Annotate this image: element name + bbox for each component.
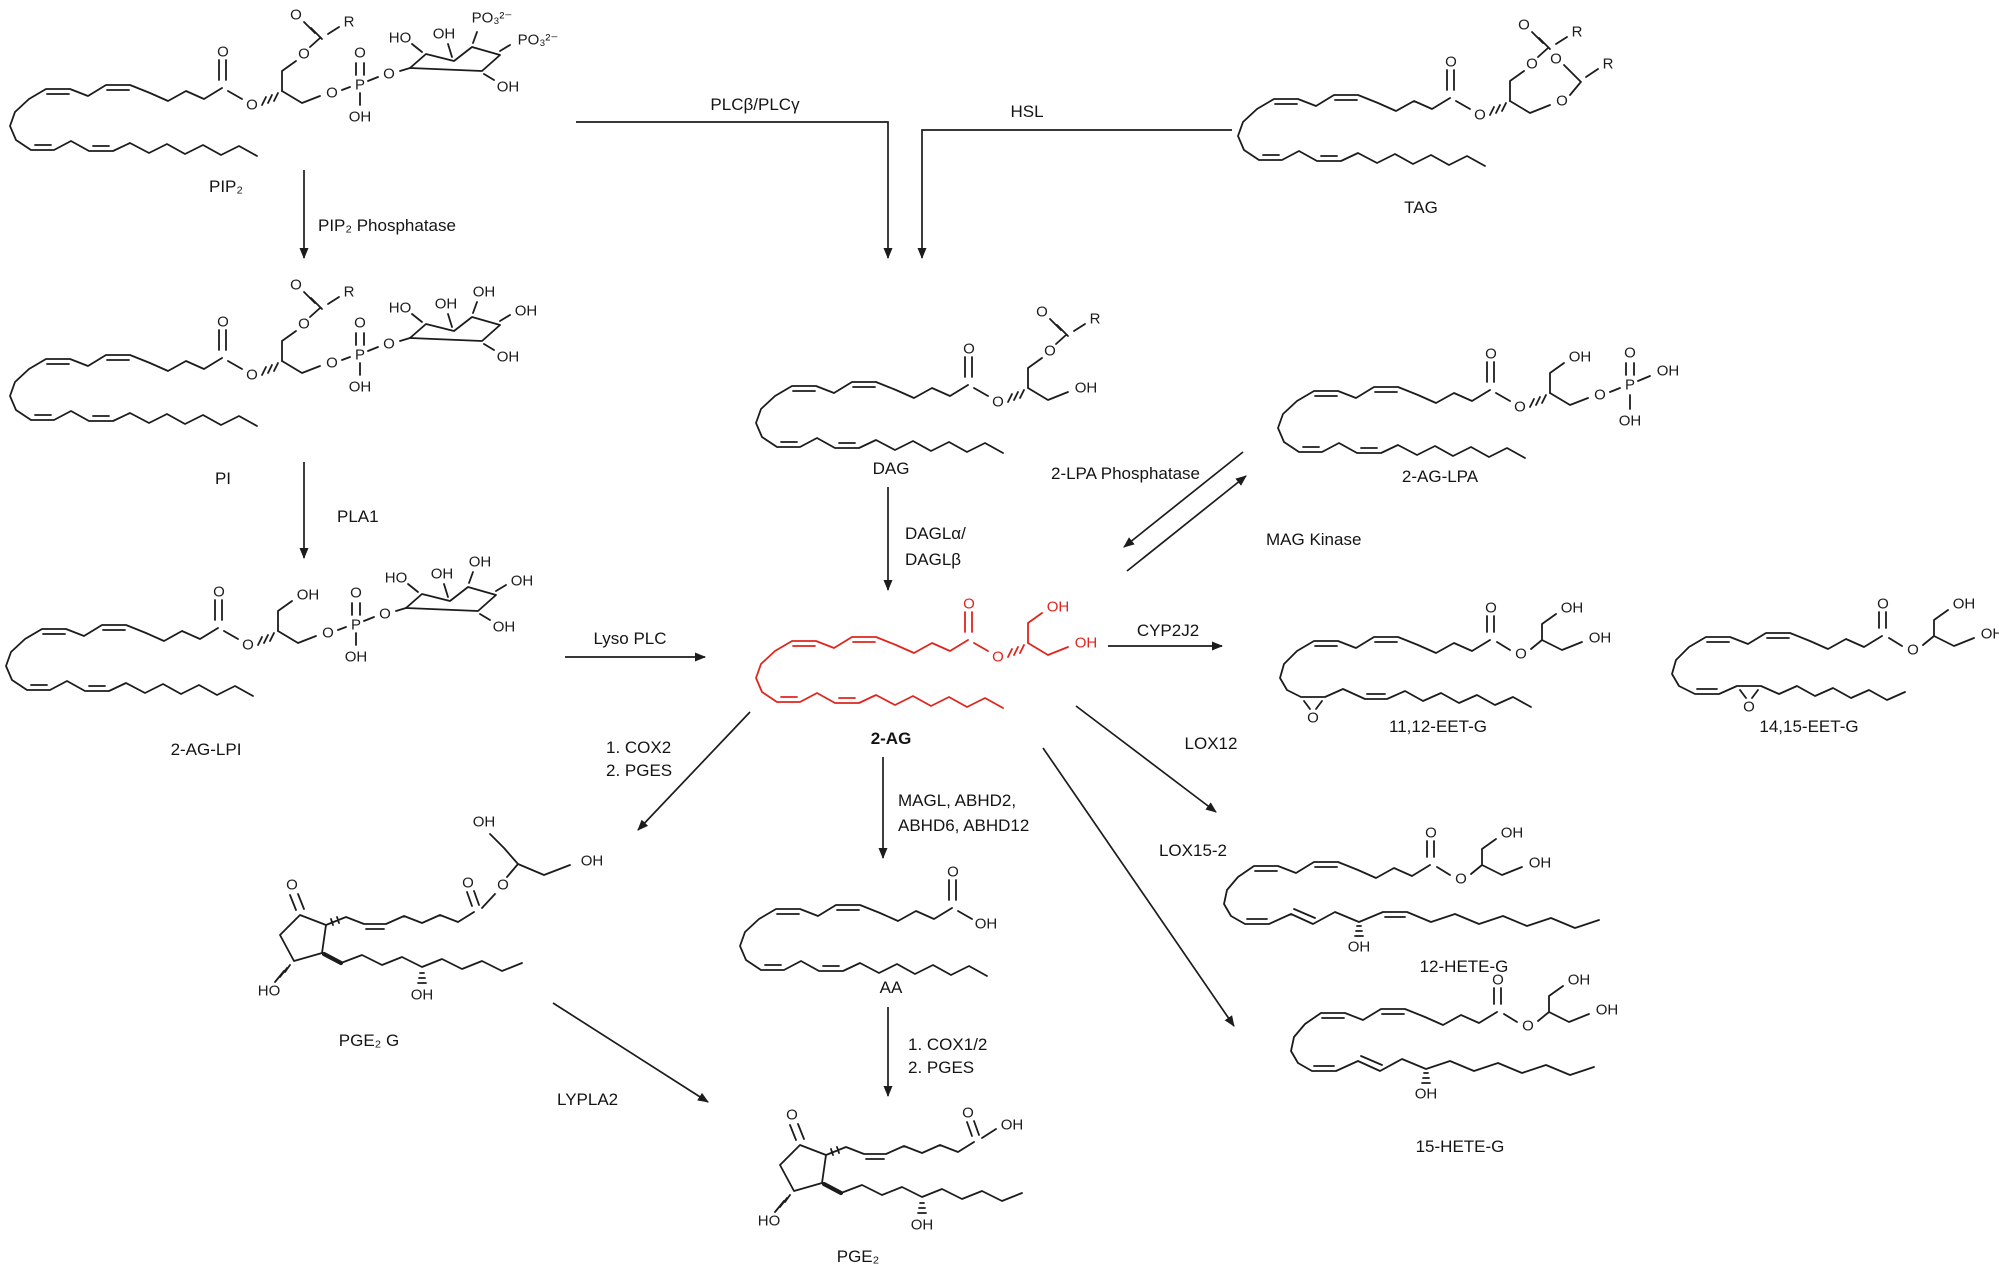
enzyme-lox15-2-label: LOX15-2: [1159, 841, 1227, 860]
12-hete-g-label: 12-HETE-G: [1420, 957, 1509, 976]
enzyme-pip2-phosphatase-label: PIP₂ Phosphatase: [318, 216, 456, 235]
enzyme-mag-kinase-label: MAG Kinase: [1266, 530, 1361, 549]
enzyme-magl-label-line1: MAGL, ABHD2,: [898, 791, 1016, 810]
15-hete-g-label: 15-HETE-G: [1416, 1137, 1505, 1156]
reaction-arrows: [299, 121, 1247, 1103]
tag-structure: [1237, 15, 1615, 167]
pip2-structure: [9, 5, 558, 157]
enzyme-lypla2-label: LYPLA2: [557, 1090, 618, 1109]
arrow-cox2-pges: [637, 711, 751, 831]
enzyme-plc-label: PLCβ/PLCγ: [710, 95, 800, 114]
pge2-label: PGE₂: [837, 1247, 880, 1266]
arrow-lox12: [1075, 705, 1217, 813]
pge2-g-structure: [258, 812, 605, 1004]
aa-label: AA: [880, 978, 903, 997]
11-12-eet-g-structure: [1279, 598, 1613, 728]
dag-label: DAG: [873, 459, 910, 478]
pge2-g-label: PGE₂ G: [339, 1031, 399, 1050]
enzyme-cox12-step1-label: 1. COX1/2: [908, 1035, 987, 1054]
pip2-label: PIP₂: [209, 177, 243, 196]
arrow-hsl: [917, 129, 1232, 259]
15-hete-g-structure: [1290, 970, 1620, 1104]
pi-structure: [9, 275, 537, 427]
14-15-eet-g-structure: [1671, 594, 1999, 717]
2-ag-label: 2-AG: [871, 729, 912, 748]
2-ag-lpa-label: 2-AG-LPA: [1402, 467, 1479, 486]
enzyme-magl-label-line2: ABHD6, ABHD12: [898, 816, 1029, 835]
enzyme-lyso-plc-label: Lyso PLC: [593, 629, 666, 648]
enzyme-hsl-label: HSL: [1010, 102, 1043, 121]
2-ag-lpi-label: 2-AG-LPI: [171, 740, 242, 759]
dag-structure: [755, 302, 1102, 454]
pi-label: PI: [215, 469, 231, 488]
enzyme-dagl-label-line1: DAGLα/: [905, 524, 966, 543]
arrow-lypla2: [552, 1002, 709, 1103]
enzyme-cyp2j2-label: CYP2J2: [1137, 621, 1199, 640]
enzyme-2lpa-phosphatase-label: 2-LPA Phosphatase: [1051, 464, 1200, 483]
tag-label: TAG: [1404, 198, 1438, 217]
aa-structure: [739, 862, 999, 977]
enzyme-lox12-label: LOX12: [1185, 734, 1238, 753]
enzyme-pla1-label: PLA1: [337, 507, 379, 526]
arrow-2lpa-phosphatase: [1123, 451, 1244, 548]
2-ag-lpa-structure: [1277, 343, 1681, 459]
2-ag-structure: [755, 594, 1099, 709]
14-15-eet-g-label: 14,15-EET-G: [1759, 717, 1858, 736]
enzyme-cox2-step2-label: 2. PGES: [606, 761, 672, 780]
enzyme-cox12-step2-label: 2. PGES: [908, 1058, 974, 1077]
pge2-structure: [758, 1103, 1025, 1234]
enzyme-cox2-step1-label: 1. COX2: [606, 738, 671, 757]
arrow-lox15-2: [1042, 747, 1235, 1027]
12-hete-g-structure: [1223, 823, 1600, 957]
2-ag-lpi-structure: [5, 554, 533, 697]
11-12-eet-g-label: 11,12-EET-G: [1389, 717, 1487, 736]
arrow-mag-kinase: [1126, 475, 1247, 572]
enzyme-dagl-label-line2: DAGLβ: [905, 550, 961, 569]
arrow-plc: [576, 121, 893, 259]
